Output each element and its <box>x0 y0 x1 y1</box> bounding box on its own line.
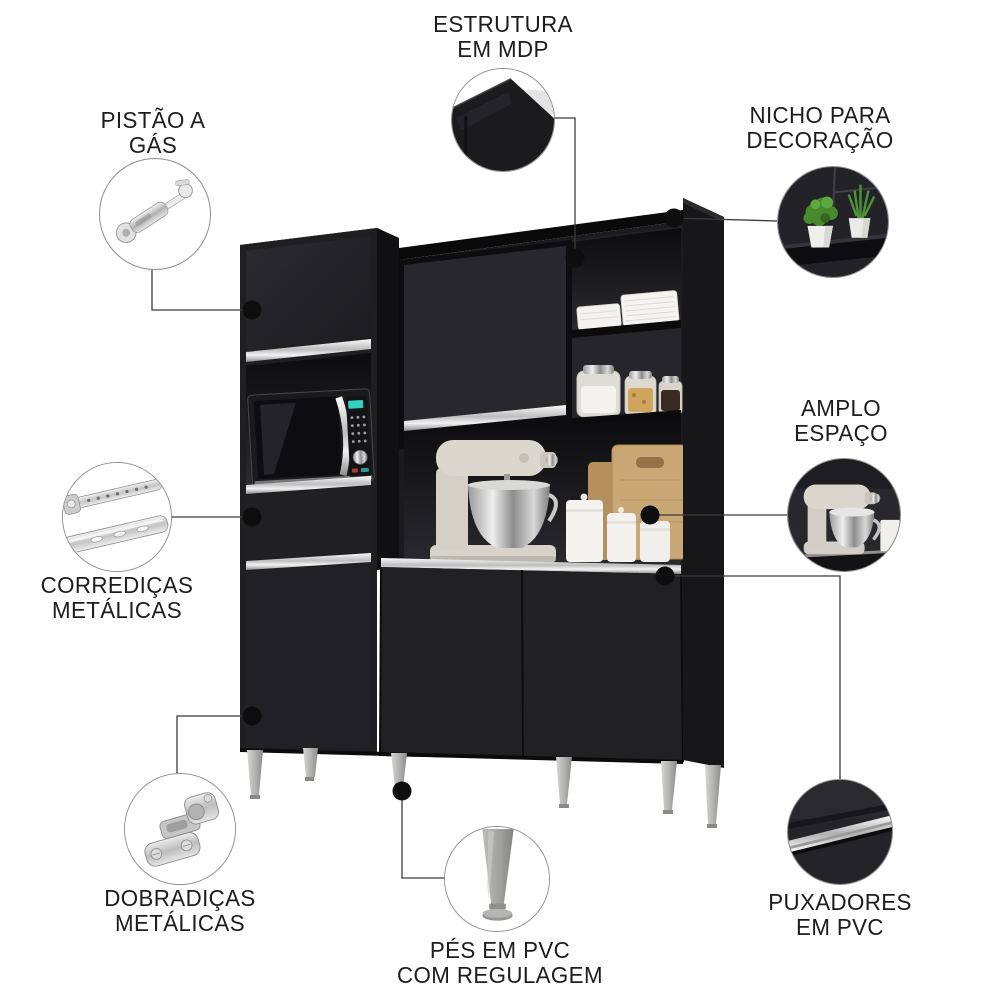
center-top-door <box>404 246 566 424</box>
callout-label-line: METÁLICAS <box>52 596 182 623</box>
callout-dot-pes <box>392 781 412 801</box>
callout-label-line: METÁLICAS <box>115 909 245 936</box>
callout-line-dobradicas <box>176 715 252 774</box>
callout-line-estrutura <box>554 117 576 258</box>
canisters <box>566 493 670 562</box>
callout-line-pistao <box>151 270 252 311</box>
callout-label-line: PÉS EM PVC <box>429 937 571 963</box>
callout-label-pistao: PISTÃO A GÁS <box>27 108 279 157</box>
decor-plants-icon <box>778 167 888 277</box>
callout-label-line: PISTÃO A <box>100 107 206 133</box>
cabinet-corner-icon <box>452 69 554 171</box>
callout-line-nicho <box>673 217 779 222</box>
callout-dot-corredicas <box>242 507 262 527</box>
stand-mixer <box>430 440 558 562</box>
callout-label-line: COM REGULAGEM <box>397 961 603 988</box>
cabinet-leg <box>391 753 407 788</box>
callout-label-line: EM MDP <box>457 35 549 62</box>
callout-label-line: NICHO PARA <box>749 102 891 128</box>
pvc-foot-icon <box>445 827 549 931</box>
callout-line-pes <box>401 791 445 879</box>
callout-circle-estrutura <box>451 68 555 172</box>
callout-label-puxadores: PUXADORES EM PVC <box>714 890 966 939</box>
tower-drawer <box>246 486 371 560</box>
cabinet-leg <box>661 761 677 810</box>
callout-label-nicho: NICHO PARA DECORAÇÃO <box>694 103 946 152</box>
plant-spiky <box>847 184 876 219</box>
callout-circle-amplo <box>787 458 901 572</box>
tower-top-door-handle <box>246 339 371 362</box>
main-body <box>379 210 689 763</box>
callout-label-line: ESPAÇO <box>794 419 888 446</box>
cabinet-leg <box>556 757 572 804</box>
shelf-board-upper <box>572 320 681 338</box>
callout-dot-amplo <box>640 505 660 525</box>
glass-jars <box>576 365 683 418</box>
callout-label-line: DOBRADIÇAS <box>104 885 256 911</box>
callout-label-line: DECORAÇÃO <box>746 126 894 153</box>
left-tower <box>240 228 399 752</box>
pvc-handle-icon <box>788 780 892 884</box>
tower-bottom-door <box>246 563 371 749</box>
callout-label-dobradicas: DOBRADIÇAS METÁLICAS <box>54 886 306 935</box>
cabinet-legs <box>247 748 721 828</box>
stand-mixer-icon <box>788 459 900 571</box>
right-side-panel <box>683 198 724 768</box>
gas-piston-icon <box>115 179 193 244</box>
bottom-doors <box>380 567 683 762</box>
center-top-door-handle <box>404 405 566 431</box>
callout-label-line: CORREDIÇAS <box>40 572 194 598</box>
microwave-display <box>348 400 364 409</box>
callout-label-line: ESTRUTURA <box>433 11 573 37</box>
tower-lower-handle <box>246 553 371 570</box>
callout-label-pes: PÉS EM PVC COM REGULAGEM <box>374 938 626 987</box>
cabinet-base-shadow <box>240 748 683 764</box>
tower-top-door <box>246 236 371 353</box>
callout-dot-nicho <box>664 208 684 228</box>
callout-label-amplo: AMPLO ESPAÇO <box>715 396 967 445</box>
callout-label-corredicas: CORREDIÇAS METÁLICAS <box>0 573 243 622</box>
callout-dot-pistao <box>242 300 262 320</box>
callout-dot-estrutura <box>565 248 585 268</box>
cabinet-leg <box>705 765 721 824</box>
callout-label-line: AMPLO <box>800 395 882 421</box>
tower-drawer-handle <box>246 476 371 494</box>
cabinet-leg <box>303 748 318 777</box>
drawer-slide-icon <box>63 463 171 571</box>
microwave-knob <box>352 449 368 465</box>
callout-circle-nicho <box>777 166 889 278</box>
callout-dot-puxadores <box>655 566 675 586</box>
callout-circle-pes <box>444 826 550 932</box>
plate-stacks <box>576 290 680 331</box>
callout-label-estrutura: ESTRUTURA EM MDP <box>377 12 629 61</box>
callout-circle-pistao <box>99 158 211 270</box>
callout-dot-dobradicas <box>242 706 262 726</box>
callout-label-line: GÁS <box>128 131 178 158</box>
callout-circle-dobradicas <box>124 773 236 885</box>
callout-line-puxadores <box>665 575 841 780</box>
callout-circle-puxadores <box>787 779 893 885</box>
counter-handle-strip <box>381 558 681 574</box>
cabinet-hinge-icon <box>125 774 235 884</box>
callout-label-line: PUXADORES <box>768 889 912 915</box>
cabinet-leg <box>247 750 263 795</box>
callout-circle-corredicas <box>62 462 172 572</box>
microwave-buttons <box>350 415 367 443</box>
plant-foliage <box>803 196 838 226</box>
callout-label-line: EM PVC <box>796 913 884 940</box>
